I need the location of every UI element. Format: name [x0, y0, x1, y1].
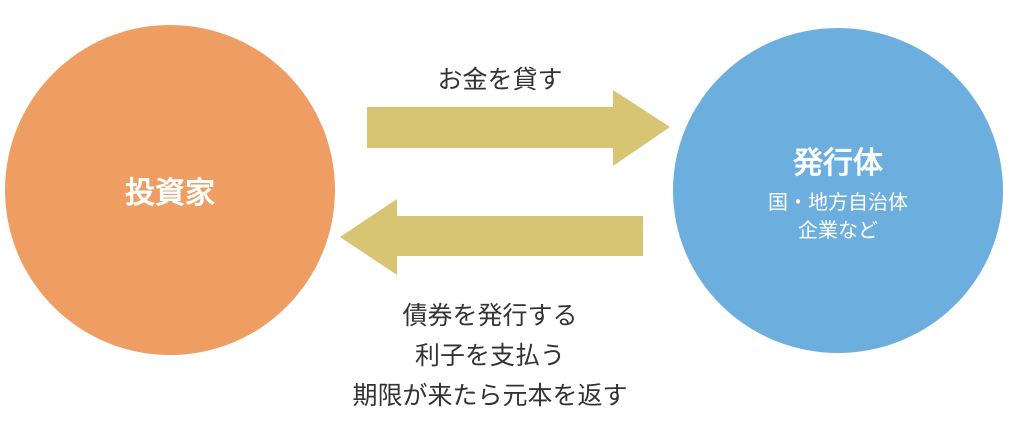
action-2: 利子を支払う	[414, 341, 565, 370]
issuer-sub-1: 国・地方自治体	[768, 189, 908, 214]
issuer-circle: 発行体 国・地方自治体 企業など	[673, 28, 1003, 353]
action-3: 期限が来たら元本を返す	[352, 381, 628, 410]
issuer-actions: 債券を発行する 利子を支払う 期限が来たら元本を返す	[290, 296, 690, 416]
investor-circle: 投資家	[5, 25, 335, 355]
issuer-label: 発行体	[793, 145, 883, 181]
action-1: 債券を発行する	[402, 301, 578, 330]
lend-money-label: お金を貸す	[437, 65, 563, 94]
arrow-right	[367, 90, 670, 166]
investor-label: 投資家	[125, 176, 215, 211]
issuer-sub-2: 企業など	[798, 217, 878, 242]
arrow-left	[340, 199, 643, 275]
